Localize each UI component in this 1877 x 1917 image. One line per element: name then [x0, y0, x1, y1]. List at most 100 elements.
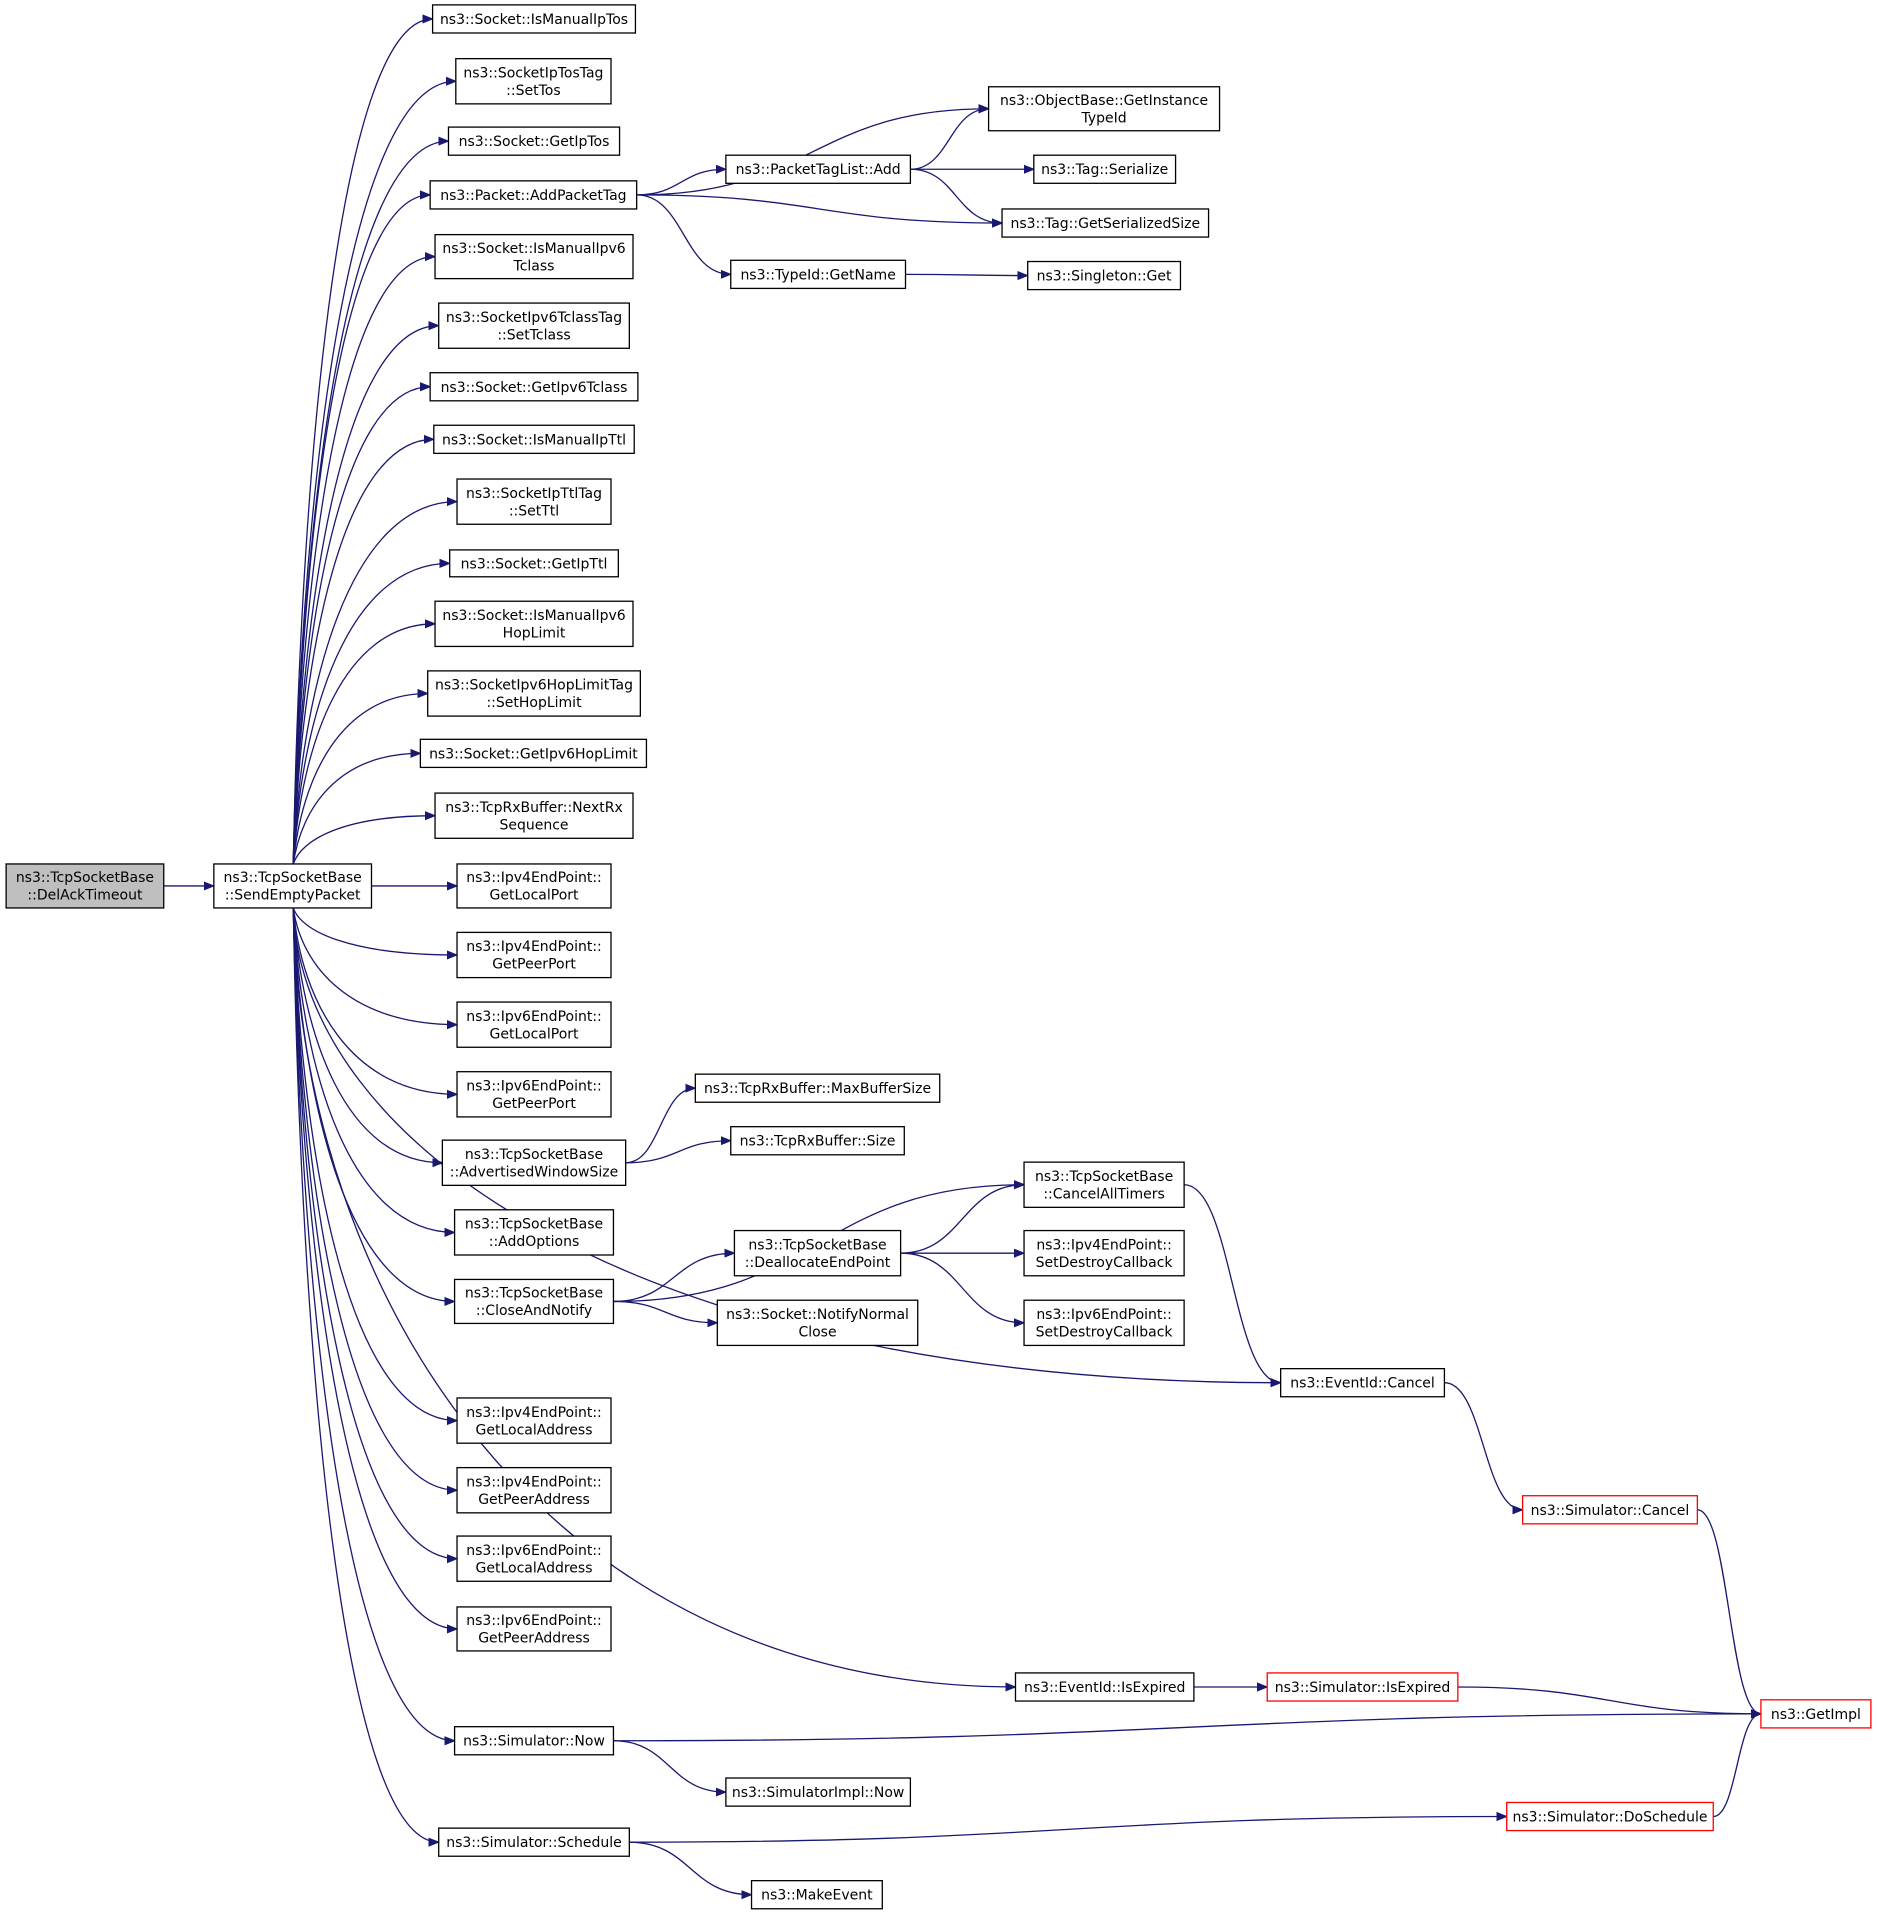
function-node[interactable]: ns3::TcpSocketBase::AddOptions [453, 1209, 615, 1256]
function-node[interactable]: ns3::Ipv6EndPoint::SetDestroyCallback [1023, 1299, 1185, 1347]
call-edge [613, 1714, 1760, 1742]
function-node[interactable]: ns3::Tag::Serialize [1033, 154, 1177, 184]
node-label: Tclass [513, 258, 555, 274]
call-edge [629, 1817, 1506, 1843]
function-node[interactable]: ns3::Ipv6EndPoint::GetLocalPort [456, 1001, 612, 1048]
function-node[interactable]: ns3::TcpSocketBase::CancelAllTimers [1023, 1161, 1185, 1208]
function-node[interactable]: ns3::Ipv4EndPoint::GetPeerAddress [456, 1466, 612, 1514]
function-node[interactable]: ns3::Packet::AddPacketTag [429, 180, 638, 210]
node-label: GetLocalPort [490, 1026, 580, 1042]
function-node[interactable]: ns3::GetImpl [1760, 1699, 1872, 1729]
function-node[interactable]: ns3::PacketTagList::Add [725, 154, 912, 184]
call-edge [910, 109, 988, 170]
call-edge [613, 1253, 734, 1303]
call-edge [292, 693, 427, 865]
call-edge [636, 109, 989, 196]
function-node[interactable]: ns3::SocketIpv6HopLimitTag::SetHopLimit [427, 670, 641, 717]
node-box [456, 1071, 612, 1118]
node-label: ns3::Ipv4EndPoint:: [466, 1405, 602, 1421]
node-label: GetLocalAddress [476, 1422, 593, 1438]
function-node[interactable]: ns3::Socket::IsManualIpTos [431, 4, 637, 34]
function-node[interactable]: ns3::SimulatorImpl::Now [725, 1777, 912, 1807]
function-node[interactable]: ns3::Ipv4EndPoint::GetLocalAddress [456, 1397, 612, 1444]
node-label: ns3::TcpSocketBase [465, 1217, 603, 1233]
call-edge [292, 907, 454, 1741]
node-label: ns3::SocketIpv6TclassTag [446, 310, 622, 326]
function-node[interactable]: ns3::SocketIpTosTag::SetTos [455, 58, 612, 105]
node-label: ::DeallocateEndPoint [745, 1255, 891, 1271]
node-box [438, 302, 630, 349]
function-node[interactable]: ns3::TcpSocketBase::SendEmptyPacket [213, 863, 373, 909]
function-node[interactable]: ns3::TcpSocketBase::AdvertisedWindowSize [441, 1139, 627, 1186]
function-node[interactable]: ns3::Simulator::IsExpired [1266, 1672, 1459, 1702]
function-node[interactable]: ns3::Ipv6EndPoint::GetLocalAddress [456, 1535, 612, 1582]
function-node[interactable]: ns3::Ipv4EndPoint::GetLocalPort [456, 863, 612, 909]
node-label: ns3::TcpSocketBase [465, 1147, 603, 1163]
function-node[interactable]: ns3::TcpRxBuffer::MaxBufferSize [694, 1073, 941, 1103]
function-node[interactable]: ns3::SocketIpTtlTag::SetTtl [456, 478, 612, 525]
function-node[interactable]: ns3::Simulator::Schedule [438, 1827, 630, 1857]
function-node[interactable]: ns3::Singleton::Get [1027, 260, 1182, 291]
node-label: GetLocalPort [490, 888, 580, 904]
node-box [725, 154, 912, 184]
function-node[interactable]: ns3::EventId::Cancel [1280, 1367, 1446, 1398]
function-node[interactable]: ns3::SocketIpv6TclassTag::SetTclass [438, 302, 630, 349]
node-box [1014, 1672, 1195, 1702]
function-node[interactable]: ns3::Simulator::Cancel [1521, 1495, 1699, 1525]
node-label: ns3::TcpSocketBase [465, 1286, 603, 1302]
node-box [1280, 1367, 1446, 1398]
function-node[interactable]: ns3::Socket::GetIpTtl [449, 549, 619, 578]
node-box [694, 1073, 941, 1103]
node-box [456, 1606, 612, 1652]
node-box [987, 86, 1221, 132]
node-label: ns3::Simulator::DoSchedule [1513, 1810, 1708, 1826]
node-label: TypeId [1080, 111, 1126, 127]
node-label: ns3::Socket::IsManualIpTtl [442, 432, 626, 448]
function-node[interactable]: ns3::Ipv6EndPoint::GetPeerPort [456, 1071, 612, 1118]
node-label: ns3::Simulator::Cancel [1531, 1503, 1690, 1519]
call-edge [1184, 1184, 1281, 1383]
function-node[interactable]: ns3::TypeId::GetName [730, 259, 907, 290]
function-node[interactable]: ns3::Ipv4EndPoint::SetDestroyCallback [1023, 1229, 1185, 1277]
call-edge [1444, 1382, 1523, 1510]
node-label: Close [798, 1325, 836, 1341]
function-node[interactable]: ns3::EventId::IsExpired [1014, 1672, 1195, 1702]
function-node[interactable]: ns3::Socket::GetIpv6Tclass [429, 372, 639, 402]
function-node[interactable]: ns3::Socket::IsManualIpTtl [433, 424, 635, 455]
node-box [455, 58, 612, 105]
node-box [456, 931, 612, 979]
function-node[interactable]: ns3::Simulator::DoSchedule [1506, 1801, 1714, 1832]
node-label: ::CloseAndNotify [476, 1303, 592, 1319]
function-node[interactable]: ns3::Ipv6EndPoint::GetPeerAddress [456, 1606, 612, 1652]
node-label: ns3::Tag::Serialize [1041, 162, 1168, 178]
function-node[interactable]: ns3::Ipv4EndPoint::GetPeerPort [456, 931, 612, 979]
node-label: GetPeerPort [492, 1096, 576, 1112]
call-edge [900, 1252, 1024, 1323]
call-edge [292, 907, 457, 955]
node-box [447, 126, 621, 156]
call-edge [292, 907, 457, 1421]
call-edge [625, 1141, 731, 1164]
node-box [453, 1278, 615, 1325]
call-edge [292, 816, 435, 865]
function-node[interactable]: ns3::TcpSocketBase::DeallocateEndPoint [733, 1229, 902, 1277]
node-label: ns3::Ipv6EndPoint:: [466, 1009, 602, 1025]
function-node[interactable]: ns3::TcpRxBuffer::Size [730, 1126, 905, 1156]
node-box [733, 1229, 902, 1277]
call-edge [292, 439, 434, 864]
call-edge [636, 194, 1002, 223]
function-node[interactable]: ns3::Socket::GetIpTos [447, 126, 621, 156]
node-label: ::SetTclass [497, 327, 570, 343]
function-node[interactable]: ns3::MakeEvent [750, 1880, 883, 1910]
function-node[interactable]: ns3::Socket::GetIpv6HopLimit [419, 738, 648, 769]
function-node[interactable]: ns3::Tag::GetSerializedSize [1001, 208, 1210, 238]
function-node[interactable]: ns3::TcpSocketBase::CloseAndNotify [453, 1278, 615, 1325]
node-label: ns3::TcpSocketBase [748, 1237, 886, 1253]
call-edge [292, 907, 457, 1490]
function-node[interactable]: ns3::Simulator::Now [453, 1726, 615, 1756]
